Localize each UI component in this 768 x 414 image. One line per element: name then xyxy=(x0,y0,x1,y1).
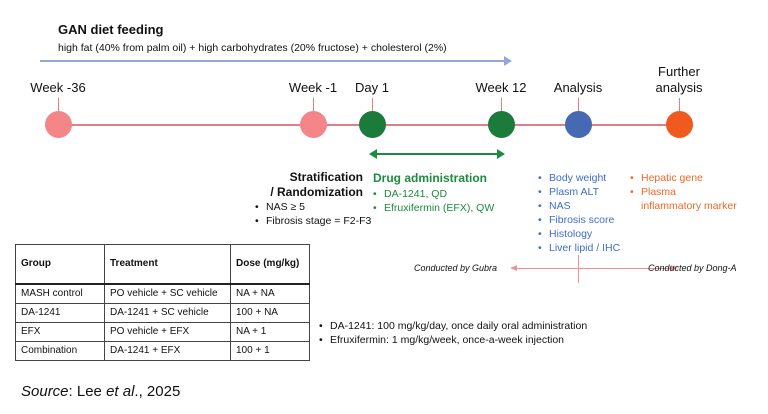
timeline-dot-analysis xyxy=(564,111,592,138)
source-citation: Source: Lee et al., 2025 xyxy=(21,383,181,400)
timeline-label-analysis: Analysis xyxy=(553,80,603,95)
table-row: Combination DA-1241 + EFX 100 + 1 xyxy=(15,341,310,361)
drug-list: DA-1241, QD Efruxifermin (EFX), QW xyxy=(372,187,494,215)
conducted-by-gubra: Conducted by Gubra xyxy=(414,263,498,273)
conducted-divider xyxy=(578,255,579,283)
stratification-item: NAS ≥ 5 xyxy=(254,200,371,214)
analysis-item: Plasm ALT xyxy=(537,185,620,199)
timeline-tick xyxy=(312,98,314,112)
table-header-row: Group Treatment Dose (mg/kg) xyxy=(15,244,310,285)
timeline-dot-further-analysis xyxy=(665,111,693,138)
further-analysis-list: Hepatic gene Plasma inflammatory marker xyxy=(629,171,739,213)
table-cell: PO vehicle + EFX xyxy=(104,322,231,342)
table-row: DA-1241 DA-1241 + SC vehicle 100 + NA xyxy=(15,303,310,323)
timeline-label-further: Further xyxy=(658,64,700,79)
analysis-item: Fibrosis score xyxy=(537,213,620,227)
dosing-notes: DA-1241: 100 mg/kg/day, once daily oral … xyxy=(318,319,587,347)
drug-item: DA-1241, QD xyxy=(372,187,494,201)
stratification-item: Fibrosis stage = F2-F3 xyxy=(254,214,371,228)
timeline-label-day-1: Day 1 xyxy=(355,80,389,95)
table-cell: EFX xyxy=(15,322,105,342)
group-table: Group Treatment Dose (mg/kg) MASH contro… xyxy=(15,244,310,361)
table-cell: MASH control xyxy=(15,283,105,304)
table-row: MASH control PO vehicle + SC vehicle NA … xyxy=(15,283,310,304)
table-row: EFX PO vehicle + EFX NA + 1 xyxy=(15,322,310,342)
analysis-item: Histology xyxy=(537,227,620,241)
analysis-item: Body weight xyxy=(537,171,620,185)
table-cell: DA-1241 + EFX xyxy=(104,341,231,361)
diet-arrow xyxy=(40,56,512,66)
drug-item: Efruxifermin (EFX), QW xyxy=(372,201,494,215)
timeline-tick xyxy=(678,98,680,112)
timeline-tick xyxy=(577,98,579,112)
further-analysis-item: Hepatic gene xyxy=(629,171,739,185)
timeline-tick xyxy=(371,98,373,112)
diet-title: GAN diet feeding xyxy=(58,22,164,37)
stratification-title: Stratification / Randomization xyxy=(270,170,363,199)
timeline-tick xyxy=(500,98,502,112)
analysis-list: Body weight Plasm ALT NAS Fibrosis score… xyxy=(537,171,620,255)
table-cell: NA + 1 xyxy=(230,322,310,342)
timeline-dot-week-36 xyxy=(44,111,72,138)
diet-description: high fat (40% from palm oil) + high carb… xyxy=(58,42,447,54)
timeline-dot-week-1 xyxy=(299,111,327,138)
timeline-label-week-36: Week -36 xyxy=(30,80,86,95)
conducted-arrow xyxy=(510,265,678,271)
timeline-tick xyxy=(57,98,59,112)
timeline-dot-day-1 xyxy=(358,111,386,138)
table-header: Dose (mg/kg) xyxy=(230,244,310,285)
table-cell: DA-1241 xyxy=(15,303,105,323)
timeline-label-week-1: Week -1 xyxy=(288,80,338,95)
table-cell: DA-1241 + SC vehicle xyxy=(104,303,231,323)
dosing-note: Efruxifermin: 1 mg/kg/week, once-a-week … xyxy=(318,333,587,347)
analysis-item: NAS xyxy=(537,199,620,213)
timeline-dot-week-12 xyxy=(487,111,515,138)
stratification-list: NAS ≥ 5 Fibrosis stage = F2-F3 xyxy=(254,200,371,228)
table-cell: Combination xyxy=(15,341,105,361)
drug-administration-arrow xyxy=(369,149,505,159)
timeline-label-analysis-2: analysis xyxy=(655,80,703,95)
timeline-label-week-12: Week 12 xyxy=(475,80,527,95)
dosing-note: DA-1241: 100 mg/kg/day, once daily oral … xyxy=(318,319,587,333)
table-cell: PO vehicle + SC vehicle xyxy=(104,283,231,304)
table-header: Treatment xyxy=(104,244,231,285)
table-header: Group xyxy=(15,244,105,285)
conducted-by-dong-a: Conducted by Dong-A xyxy=(648,263,737,273)
further-analysis-item: Plasma inflammatory marker xyxy=(629,185,739,213)
table-cell: NA + NA xyxy=(230,283,310,304)
table-cell: 100 + 1 xyxy=(230,341,310,361)
analysis-item: Liver lipid / IHC xyxy=(537,241,620,255)
table-cell: 100 + NA xyxy=(230,303,310,323)
drug-administration-title: Drug administration xyxy=(373,171,488,185)
